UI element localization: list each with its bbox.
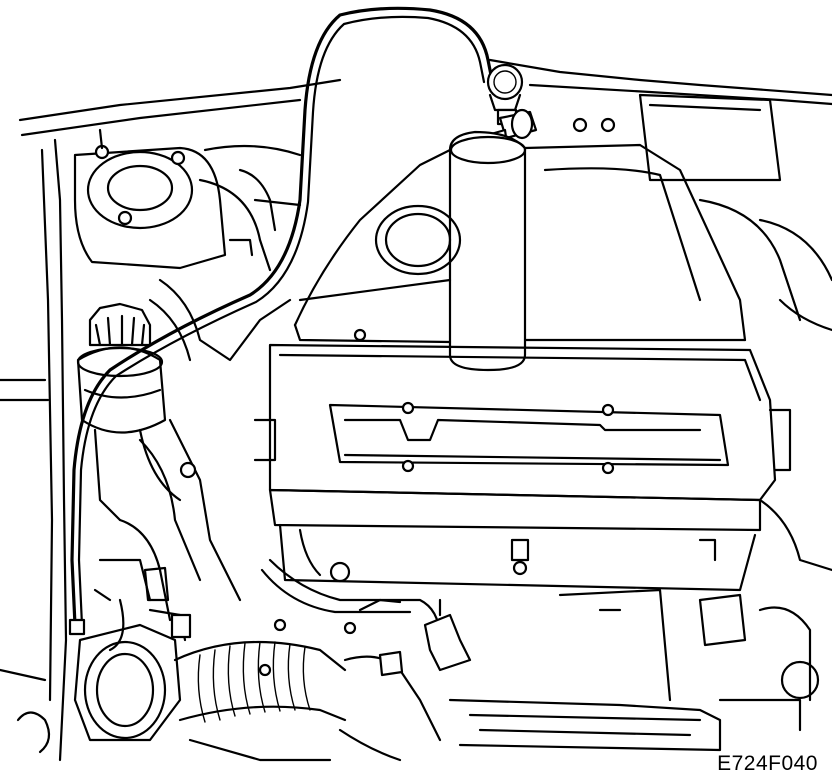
pressure-bottle <box>448 130 527 372</box>
intake-duct <box>98 278 292 622</box>
expansion-tank-cap <box>76 302 182 522</box>
cylinder-head <box>260 488 762 702</box>
throttle-body <box>73 608 192 742</box>
ignition-cassette <box>253 343 792 502</box>
sensor-connectors <box>258 598 722 752</box>
right-side-components <box>572 93 832 732</box>
misc-hoses <box>93 168 402 762</box>
strut-tower <box>73 128 302 272</box>
figure-id-label: E724F040 <box>715 752 820 776</box>
body-panel <box>0 58 832 762</box>
cam-cover <box>293 143 747 344</box>
pressure-test-hose <box>68 6 494 636</box>
